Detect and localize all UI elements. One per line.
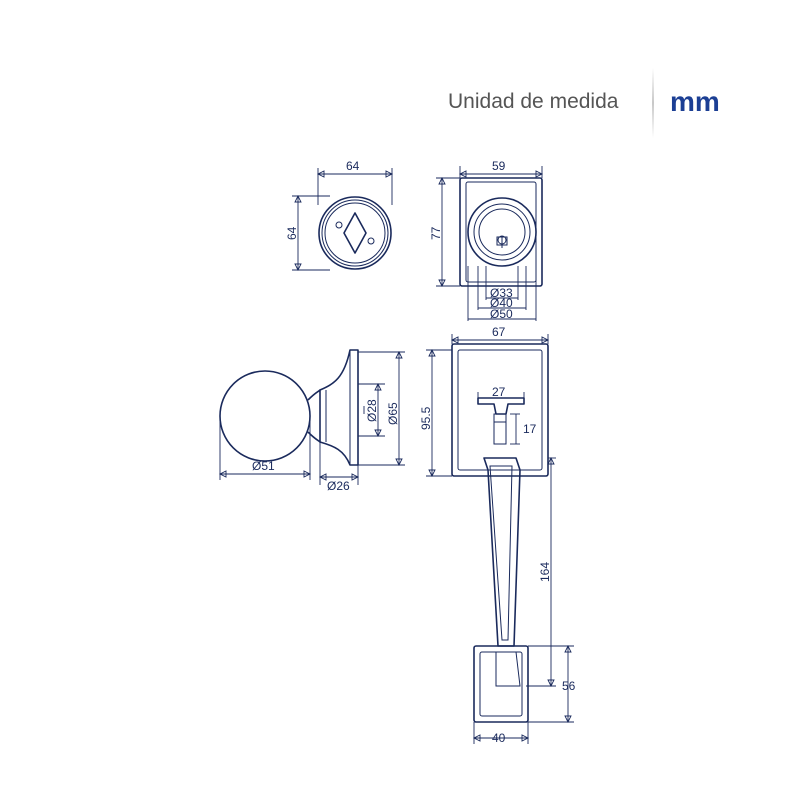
rosette-width-label: 64 xyxy=(346,159,360,173)
handle-length-label: 164 xyxy=(538,562,552,582)
handle-plate-height-dimension: 95.5 xyxy=(419,348,452,478)
handle-plate-height-label: 95.5 xyxy=(419,406,433,430)
handle-plate-front-view xyxy=(451,343,549,477)
handle-plate-width-dimension: 67 xyxy=(450,325,550,344)
base-width-label: 40 xyxy=(492,731,506,745)
cylinder-diameter-33-label: Ø33 xyxy=(490,286,513,300)
cylinder-diameter-50-label: Ø50 xyxy=(490,307,513,321)
cylinder-front-view xyxy=(459,177,543,287)
unit-of-measure-label: Unidad de medida xyxy=(448,90,619,113)
thumb-turn-width-label: 27 xyxy=(492,385,506,399)
cylinder-width-label: 59 xyxy=(492,159,506,173)
cylinder-height-dimension: 77 xyxy=(429,176,460,288)
rosette-height-dimension: 64 xyxy=(285,194,330,272)
thumb-turn-dimensions: 27 17 xyxy=(477,385,537,445)
grip-handle-view xyxy=(483,457,521,647)
knob-diameter-28-label: Ø28 xyxy=(365,399,379,422)
rosette-height-label: 64 xyxy=(285,226,299,240)
knob-side-view xyxy=(219,349,359,466)
base-height-dimension: 56 xyxy=(528,644,576,724)
handle-plate-width-label: 67 xyxy=(492,325,506,339)
knob-ball-dimension: Ø51 xyxy=(218,416,312,480)
cylinder-height-label: 77 xyxy=(429,226,443,240)
cylinder-diameter-dimensions: Ø33 Ø40 Ø50 xyxy=(467,266,537,321)
knob-diameter-65-label: Ø65 xyxy=(386,402,400,425)
handle-length-dimension: 164 xyxy=(526,456,556,688)
unit-of-measure-value: mm xyxy=(670,86,720,117)
header-divider xyxy=(652,68,654,138)
cylinder-diameter-40-label: Ø40 xyxy=(490,296,513,310)
rosette-width-dimension: 64 xyxy=(316,159,394,205)
cylinder-width-dimension: 59 xyxy=(458,159,544,178)
knob-ball-diameter-label: Ø51 xyxy=(252,459,275,473)
base-plate-view xyxy=(473,645,529,723)
base-height-label: 56 xyxy=(562,679,576,693)
rosette-front-view xyxy=(318,196,392,270)
base-width-dimension: 40 xyxy=(472,722,530,745)
knob-neck-diameter-label: Ø26 xyxy=(327,479,350,493)
knob-neck-dimension: Ø26 xyxy=(318,442,360,493)
thumb-turn-height-label: 17 xyxy=(523,422,537,436)
knob-diameter-dimensions: Ø65 Ø28 xyxy=(358,350,405,467)
